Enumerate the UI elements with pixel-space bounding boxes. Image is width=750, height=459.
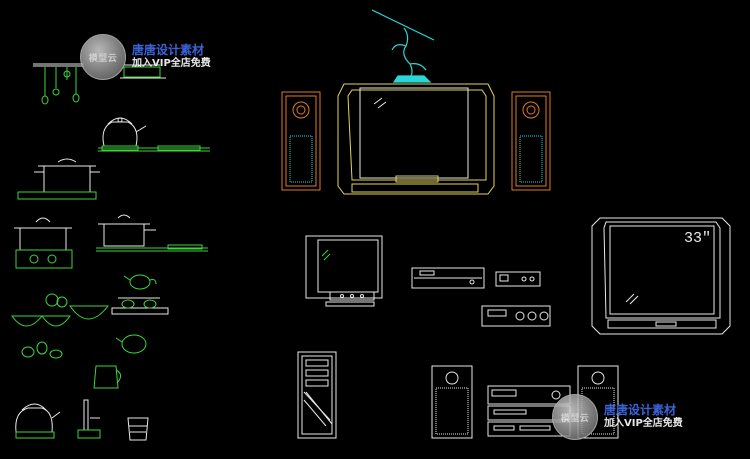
watermark-bottom: 模型云 唐唐设计素材 加入VIP全店免费 (552, 394, 683, 440)
cooktop-pot-icon (96, 214, 208, 252)
pan-on-stove-icon (120, 64, 166, 79)
amplifier-icon (481, 305, 551, 327)
stock-pot-icon (17, 158, 100, 200)
small-cups-icon (21, 341, 63, 359)
watermark-line1: 唐唐设计素材 (604, 403, 677, 418)
tuner-icon (495, 271, 541, 287)
hifi-left-speaker-icon (431, 365, 473, 439)
pc-tower-icon (297, 351, 337, 439)
left-speaker-icon (281, 91, 321, 191)
kettle-on-stove-icon (98, 117, 210, 152)
round-teapot-icon (115, 334, 147, 354)
watermark-seal: 模型云 (80, 34, 126, 80)
teapot-icon (123, 274, 157, 290)
watermark-line2: 加入VIP全店免费 (132, 58, 211, 70)
pot-with-burners-icon (14, 217, 73, 269)
watermark-text: 唐唐设计素材 加入VIP全店免费 (604, 403, 683, 431)
utensil-rack-icon (33, 63, 84, 105)
watermark-text: 唐唐设计素材 加入VIP全店免费 (132, 43, 211, 71)
av-receiver-icon (411, 267, 485, 289)
bowls-icon (11, 293, 110, 327)
pitcher-icon (93, 365, 122, 389)
crt-tv-icon (337, 83, 495, 195)
crt-monitor-icon (305, 235, 383, 307)
watermark-seal: 模型云 (552, 394, 598, 440)
bottom-kettle-icon (15, 403, 61, 439)
watermark-seal-text: 模型云 (88, 53, 118, 64)
cup-icon (127, 417, 149, 441)
watermark-seal-text: 模型云 (560, 413, 590, 424)
watermark-top: 模型云 唐唐设计素材 加入VIP全店免费 (80, 34, 211, 80)
right-speaker-icon (511, 91, 551, 191)
watermark-line1: 唐唐设计素材 (132, 43, 205, 58)
statue-icon (371, 9, 435, 83)
tv-size-label: 33" (684, 230, 712, 247)
cups-on-tray-icon (111, 297, 169, 315)
large-tv-icon (591, 217, 731, 335)
faucet-icon (77, 399, 101, 439)
watermark-line2: 加入VIP全店免费 (604, 418, 683, 430)
